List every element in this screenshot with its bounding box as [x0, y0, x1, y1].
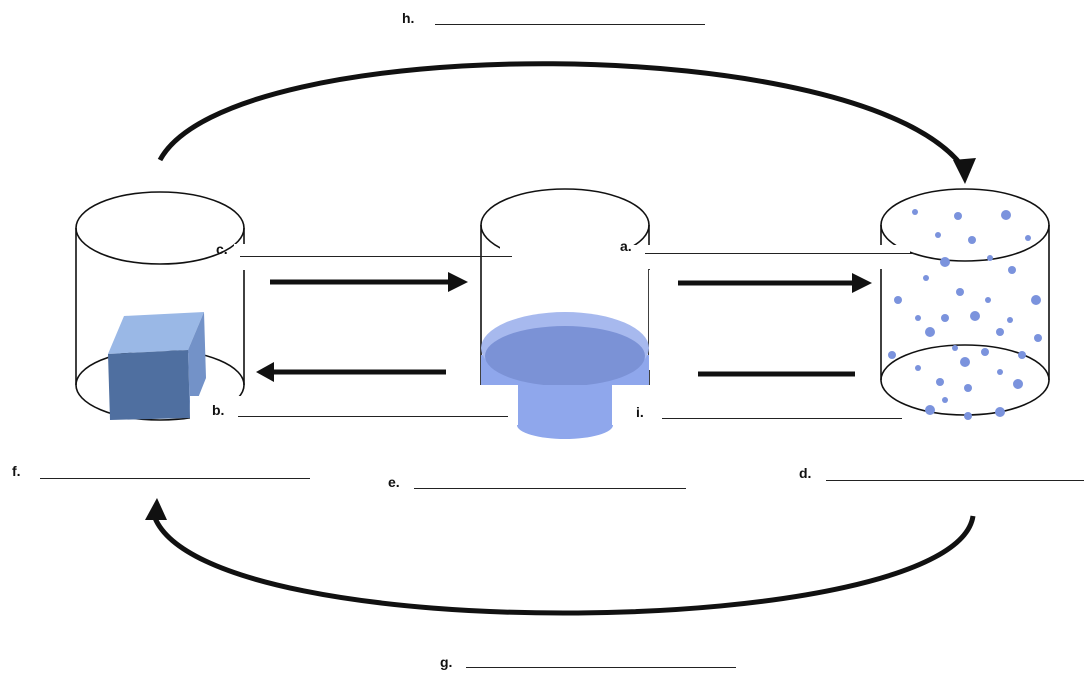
- gas-particle: [996, 328, 1004, 336]
- blank-i[interactable]: [662, 418, 902, 419]
- gas-particle: [981, 348, 989, 356]
- gas-particle: [1031, 295, 1041, 305]
- gas-particle: [970, 311, 980, 321]
- blank-b[interactable]: [238, 416, 508, 417]
- gas-particle: [964, 384, 972, 392]
- arrow-g-head: [145, 498, 167, 520]
- gas-particle: [1025, 235, 1031, 241]
- gas-particle: [968, 236, 976, 244]
- solid-block: [108, 312, 206, 420]
- gas-particle: [912, 209, 918, 215]
- label-b: b.: [212, 402, 225, 418]
- gas-particle: [941, 314, 949, 322]
- gas-particle: [925, 327, 935, 337]
- label-i: i.: [636, 404, 644, 420]
- blank-a[interactable]: [645, 253, 915, 254]
- arrow-h-curved: [157, 61, 968, 172]
- blank-h[interactable]: [435, 24, 705, 25]
- blank-g[interactable]: [466, 667, 736, 668]
- label-a: a.: [620, 238, 632, 254]
- gas-particle: [956, 288, 964, 296]
- solid-container: [75, 191, 245, 421]
- label-h: h.: [402, 10, 415, 26]
- blank-c[interactable]: [240, 256, 512, 257]
- label-d: d.: [799, 465, 812, 481]
- gas-particle: [997, 369, 1003, 375]
- gas-particle: [915, 315, 921, 321]
- gas-particle: [894, 296, 902, 304]
- label-f: f.: [12, 463, 21, 479]
- blank-d[interactable]: [826, 480, 1084, 481]
- gas-particle: [923, 275, 929, 281]
- gas-particles: [888, 209, 1042, 420]
- gas-particle: [942, 397, 948, 403]
- gas-particle: [936, 378, 944, 386]
- gas-particle: [954, 212, 962, 220]
- label-e: e.: [388, 474, 400, 490]
- gas-particle: [1008, 266, 1016, 274]
- gas-particle: [1013, 379, 1023, 389]
- liquid-container: [480, 188, 650, 439]
- gas-particle: [985, 297, 991, 303]
- gas-particle: [995, 407, 1005, 417]
- gas-particle: [952, 345, 958, 351]
- gas-particle: [925, 405, 935, 415]
- gas-particle: [1018, 351, 1026, 359]
- gas-particle: [1001, 210, 1011, 220]
- label-c: c.: [216, 241, 228, 257]
- gas-particle: [935, 232, 941, 238]
- gas-particle: [964, 412, 972, 420]
- gas-particle: [1034, 334, 1042, 342]
- gas-particle: [1007, 317, 1013, 323]
- label-g: g.: [440, 654, 453, 670]
- arrow-g-curved: [152, 515, 976, 616]
- gas-particle: [888, 351, 896, 359]
- gas-particle: [915, 365, 921, 371]
- blank-f[interactable]: [40, 478, 310, 479]
- gas-particle: [940, 257, 950, 267]
- arrow-h-head: [953, 158, 976, 184]
- gas-particle: [960, 357, 970, 367]
- gas-particle: [987, 255, 993, 261]
- blank-e[interactable]: [414, 488, 686, 489]
- gas-container: [880, 188, 1050, 420]
